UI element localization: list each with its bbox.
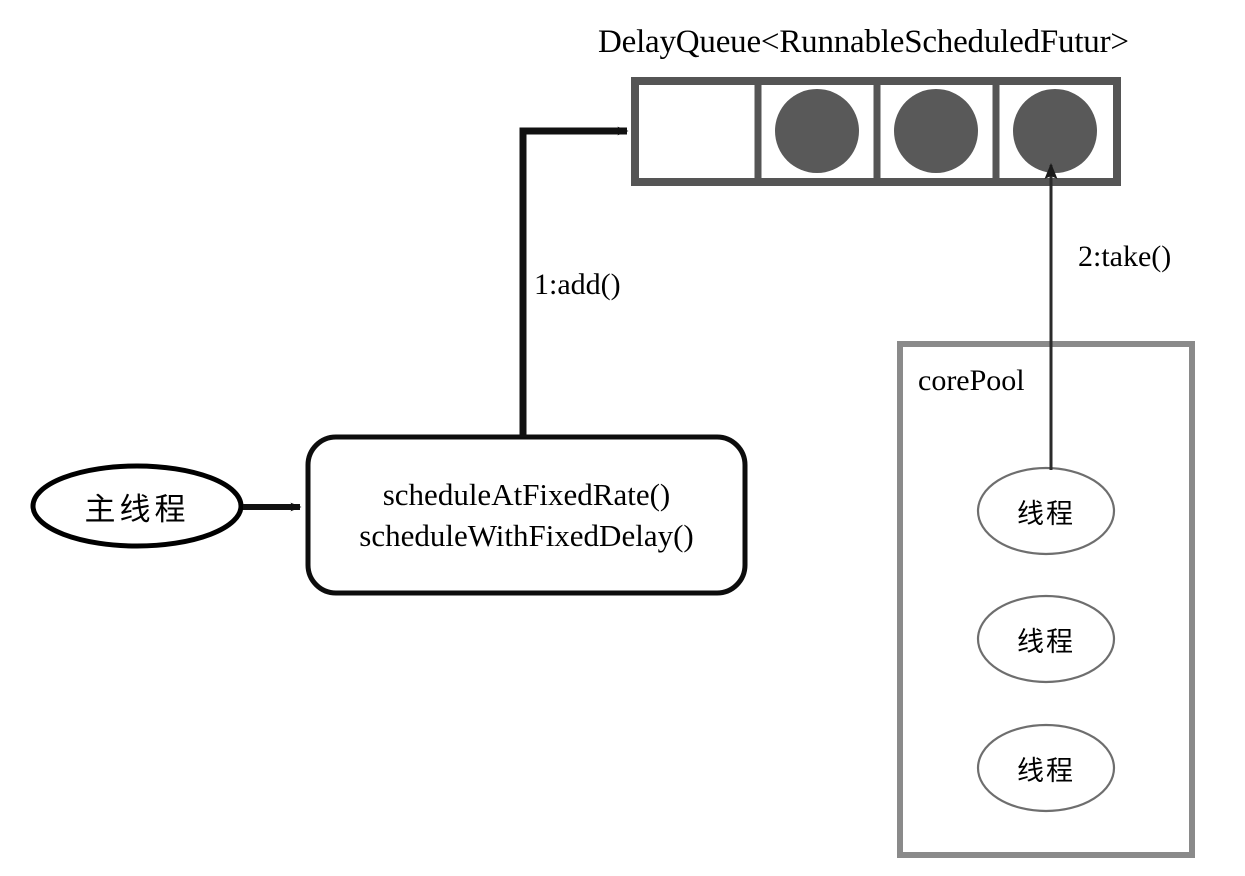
thread-ellipse-1 xyxy=(976,594,1116,684)
scheduler-method-0: scheduleAtFixedRate() xyxy=(382,476,671,512)
scheduler-method-1: scheduleWithFixedDelay() xyxy=(359,518,694,553)
scheduler-box-labels: scheduleAtFixedRate() scheduleWithFixedD… xyxy=(308,437,745,593)
queue-cell-3 xyxy=(1013,89,1097,173)
thread-label-2: 线程 xyxy=(1017,755,1075,787)
thread-ellipse-2 xyxy=(976,723,1116,813)
main-thread-label: 主线程 xyxy=(84,491,190,528)
delay-queue-title: DelayQueue<RunnableScheduledFutur> xyxy=(598,24,1129,60)
take-arrow-label: 2:take() xyxy=(1078,240,1172,273)
thread-label-1: 线程 xyxy=(1017,626,1075,658)
core-pool-label: corePool xyxy=(918,364,1025,397)
add-arrow-label: 1:add() xyxy=(534,268,621,301)
thread-label-0: 线程 xyxy=(1017,498,1075,530)
queue-cell-1 xyxy=(775,89,859,173)
main-thread-ellipse xyxy=(30,463,244,549)
arrow-add xyxy=(519,126,629,437)
queue-cell-2 xyxy=(894,89,978,173)
thread-ellipse-0 xyxy=(976,466,1116,556)
